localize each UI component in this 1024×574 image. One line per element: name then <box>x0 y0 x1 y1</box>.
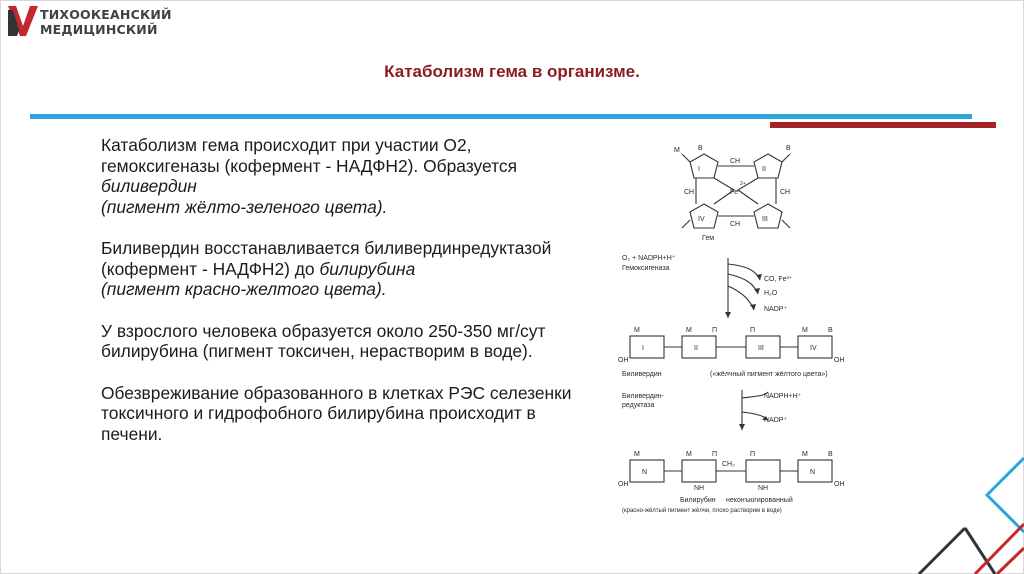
heme-iron-charge: 2+ <box>740 181 746 187</box>
bilirubin-p-2: П <box>750 451 755 458</box>
heme-ring-iii: III <box>762 216 768 223</box>
bilirubin-color-note: (пигмент красно-желтого цвета). <box>101 279 387 299</box>
biliverdin-ring-i: I <box>642 345 644 352</box>
biliverdin-label: Биливердин <box>622 371 662 378</box>
paragraph-daily-amount: У взрослого человека образуется около 25… <box>101 320 546 362</box>
biliverdin-b: B <box>828 327 833 334</box>
biliverdin-m-3: M <box>802 327 808 334</box>
heme-substituent-b: B <box>698 145 703 152</box>
bilirubin-m-2: M <box>686 451 692 458</box>
slide-title: Катаболизм гема в организме. <box>384 62 640 81</box>
paragraph-heme-catabolism: Катаболизм гема происходит при участии О… <box>101 135 581 217</box>
bilirubin-oh-right: OH <box>834 481 845 488</box>
biliverdin-oh-right: OH <box>834 357 845 364</box>
header-divider-red <box>770 122 996 128</box>
bilirubin-b: B <box>828 451 833 458</box>
step2-cofactor-in: NADPH+H⁺ <box>764 393 802 400</box>
heme-methine-left: CH <box>684 189 694 196</box>
heme-methine-bottom: CH <box>730 221 740 228</box>
logo-line-2: МЕДИЦИНСКИЙ <box>40 22 158 37</box>
step2-enzyme-line1: Биливердин- <box>622 393 665 400</box>
step1-product-nadp: NADP⁺ <box>764 306 787 313</box>
bilirubin-nh-2: NH <box>758 485 768 492</box>
heme-methine-top: CH <box>730 158 740 165</box>
step1-product-co: CO, Fe³⁺ <box>764 276 793 283</box>
corner-decoration-icon <box>917 456 1024 574</box>
biliverdin-color-note: (пигмент жёлто-зеленого цвета). <box>101 196 388 217</box>
bilirubin-label: Билирубин <box>680 496 716 504</box>
bilirubin-ch2: CH₂ <box>722 461 735 468</box>
slide-body: Катаболизм гема происходит при участии О… <box>101 135 581 465</box>
bilirubin-m-3: M <box>802 451 808 458</box>
heme-ring-iv: IV <box>698 216 705 223</box>
biliverdin-oh-left: OH <box>618 357 629 364</box>
university-logo-icon <box>8 6 38 36</box>
heme-ring-ii: II <box>762 166 766 173</box>
term-bilirubin: билирубина <box>319 258 416 279</box>
bilirubin-nh-1: NH <box>694 485 704 492</box>
biliverdin-p-1: П <box>712 327 717 334</box>
bilirubin-p-1: П <box>712 451 717 458</box>
heme-methine-right: CH <box>780 189 790 196</box>
step2-cofactor-out: NADP⁺ <box>764 417 787 424</box>
biliverdin-p-2: П <box>750 327 755 334</box>
biliverdin-ring-ii: II <box>694 345 698 352</box>
heme-ring-i: I <box>698 166 700 173</box>
step1-enzyme: Гемоксигеназа <box>622 265 670 272</box>
logo-text: ТИХООКЕАНСКИЙ МЕДИЦИНСКИЙ <box>40 7 172 37</box>
header-divider-blue <box>30 114 972 119</box>
bilirubin-note: (красно-жёлтый пигмент жёлчи, плохо раст… <box>622 507 782 514</box>
paragraph-biliverdin-reduction: Биливердин восстанавливается биливердинр… <box>101 238 581 300</box>
heme-substituent-m: M <box>674 147 680 154</box>
paragraph-detoxification: Обезвреживание образованного в клетках Р… <box>101 382 572 444</box>
biliverdin-m-1: M <box>634 327 640 334</box>
heme-substituent-b2: B <box>786 145 791 152</box>
paragraph-2-text: Биливердин восстанавливается биливердинр… <box>101 238 552 279</box>
bilirubin-n-1: N <box>642 469 647 476</box>
term-biliverdin: биливердин <box>101 176 197 196</box>
bilirubin-n-2: N <box>810 469 815 476</box>
bilirubin-m-1: M <box>634 451 640 458</box>
bilirubin-type: неконъюгированный <box>726 496 793 504</box>
biliverdin-note: («жёлчный пигмент жёлтого цвета») <box>710 370 828 378</box>
heme-iron: Fe <box>730 189 738 196</box>
biliverdin-ring-iv: IV <box>810 345 817 352</box>
heme-catabolism-scheme: I II III IV Fe 2+ CH CH CH CH B B M Гем … <box>618 145 845 514</box>
logo-line-1: ТИХООКЕАНСКИЙ <box>40 7 172 22</box>
biliverdin-m-2: M <box>686 327 692 334</box>
step1-product-water: H₂O <box>764 290 778 297</box>
paragraph-1-text: Катаболизм гема происходит при участии О… <box>101 135 517 176</box>
heme-label: Гем <box>702 235 714 242</box>
step2-enzyme-line2: редуктаза <box>622 402 655 409</box>
bilirubin-oh-left: OH <box>618 481 629 488</box>
step1-cofactor: O₂ + NADPH+H⁺ <box>622 255 676 262</box>
biliverdin-ring-iii: III <box>758 345 764 352</box>
